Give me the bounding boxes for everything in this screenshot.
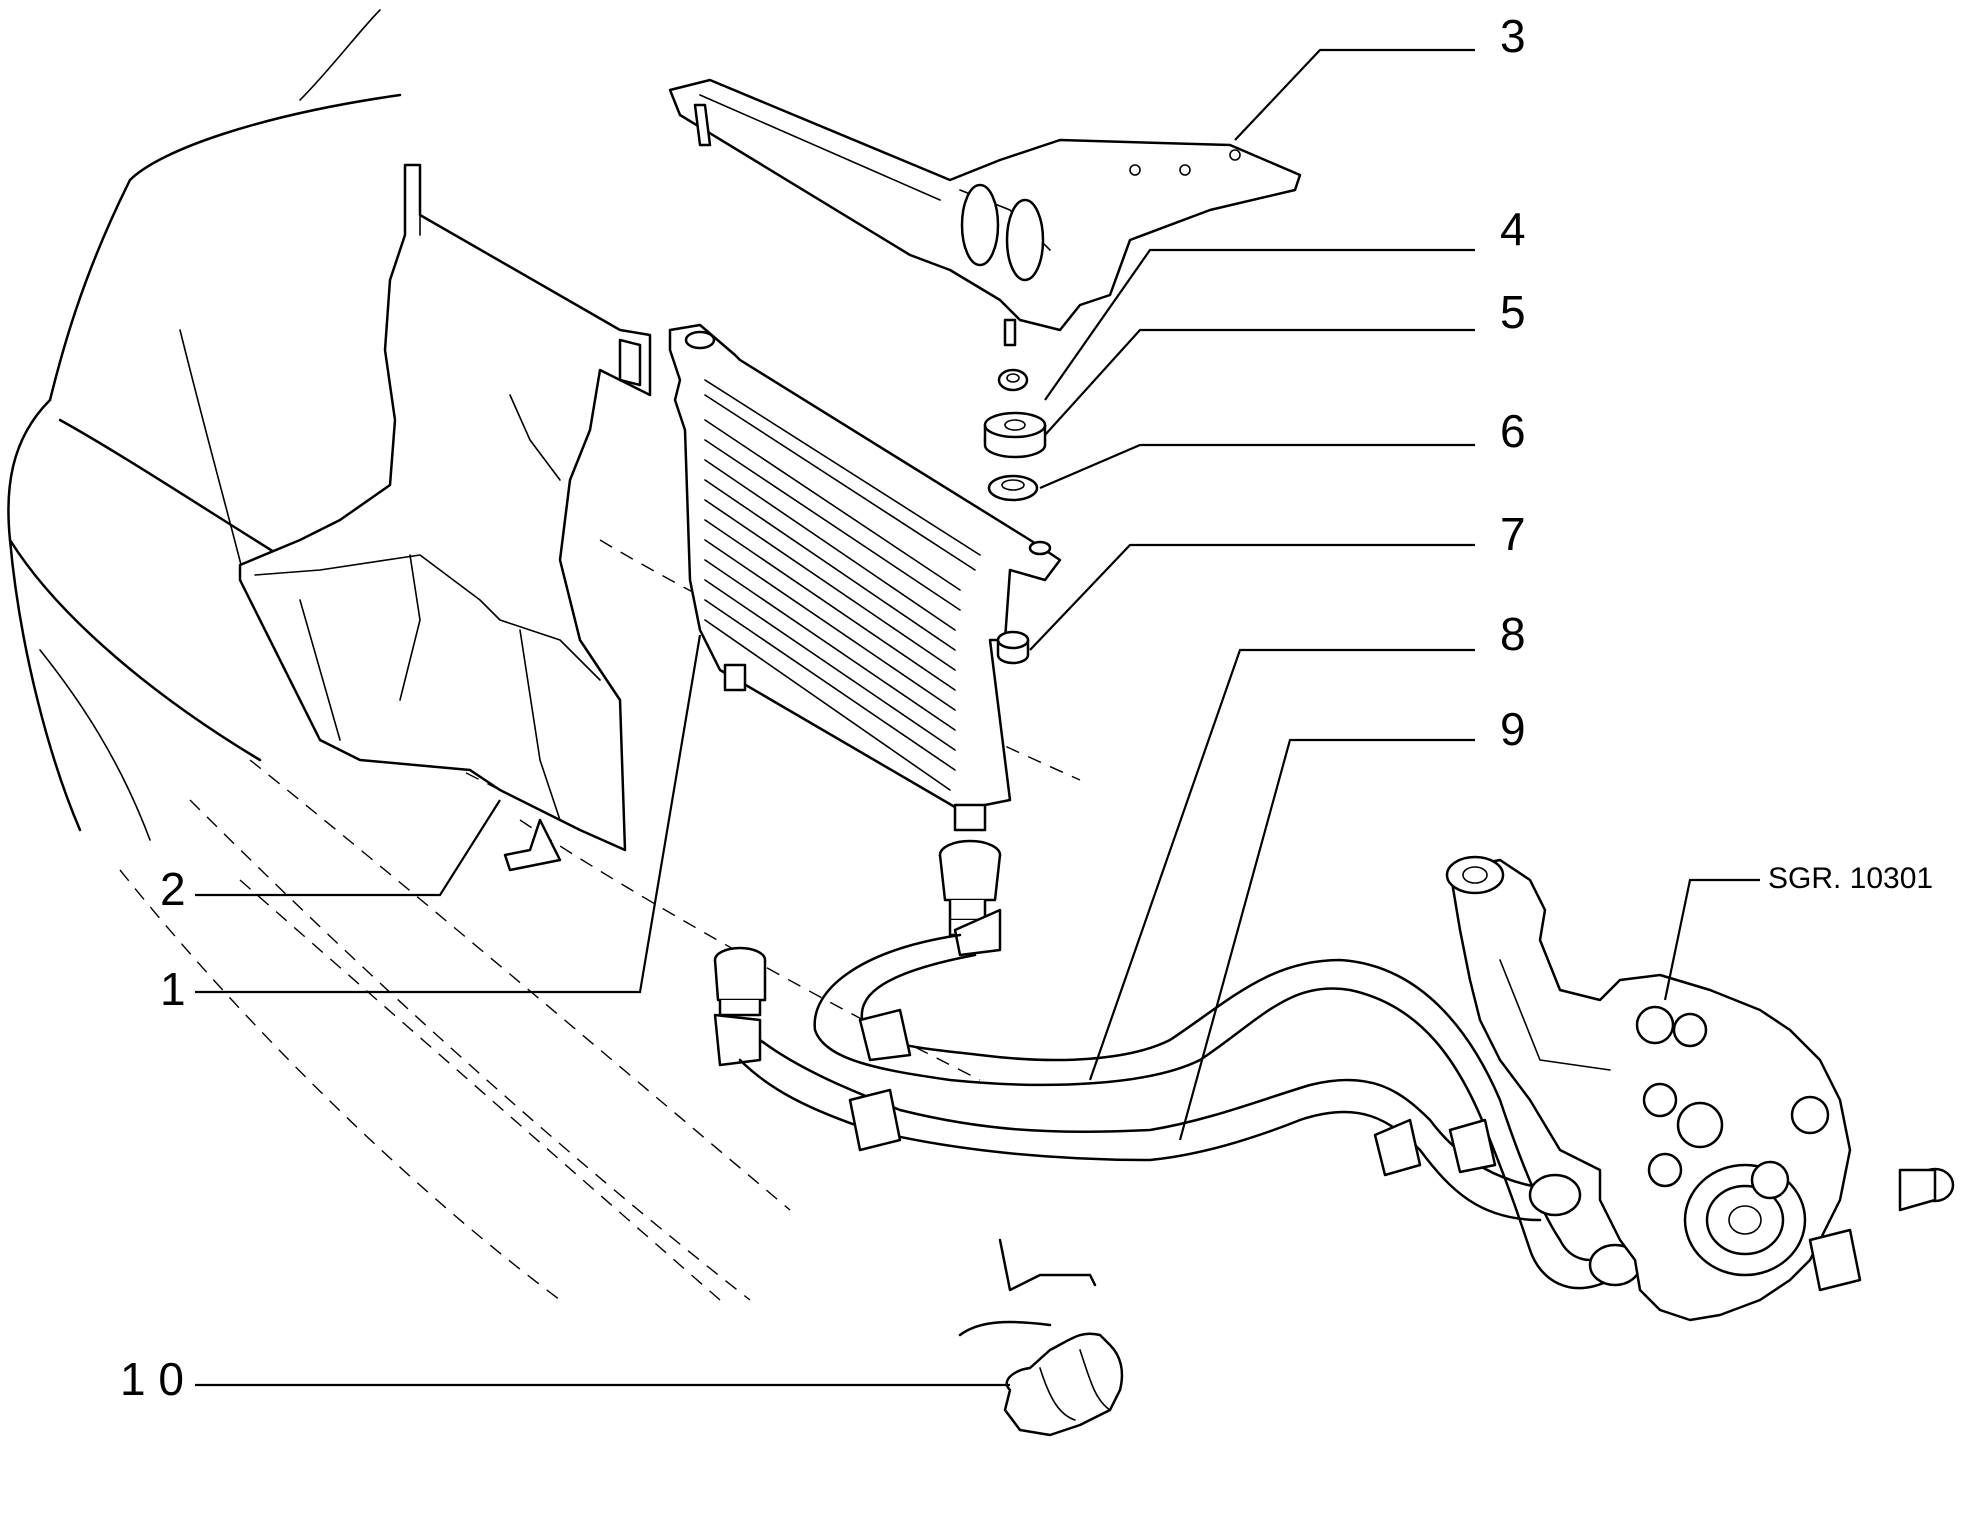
- leader-lines: [195, 48, 1760, 1387]
- washer-6: [987, 474, 1039, 502]
- mounting-bracket: [668, 78, 1302, 347]
- hose-end-fittings: [1528, 1173, 1642, 1287]
- callout-9: 9: [1500, 703, 1526, 755]
- rubber-grommet-5: [983, 411, 1047, 459]
- cooler-outlet-fitting: [938, 839, 1002, 957]
- steering-pump: [1445, 855, 1955, 1322]
- callout-5: 5: [1500, 286, 1526, 338]
- callout-4: 4: [1500, 203, 1526, 255]
- oil-cooler: [668, 323, 1062, 832]
- callout-1: 1: [160, 963, 186, 1015]
- reference-label: SGR. 10301: [1768, 862, 1933, 895]
- left-hose-fitting: [713, 946, 767, 1067]
- callout-7: 7: [1500, 508, 1526, 560]
- hose-clip-10: [958, 1238, 1124, 1437]
- callout-6: 6: [1500, 405, 1526, 457]
- nut-4: [997, 368, 1029, 392]
- oil-hose-9: [738, 1038, 1562, 1222]
- callout-2: 2: [160, 863, 186, 915]
- air-duct-shroud: [238, 163, 652, 872]
- callout-10: 1 0: [120, 1353, 184, 1405]
- nut-7: [996, 630, 1030, 665]
- callout-8: 8: [1500, 608, 1526, 660]
- callout-3: 3: [1500, 10, 1526, 62]
